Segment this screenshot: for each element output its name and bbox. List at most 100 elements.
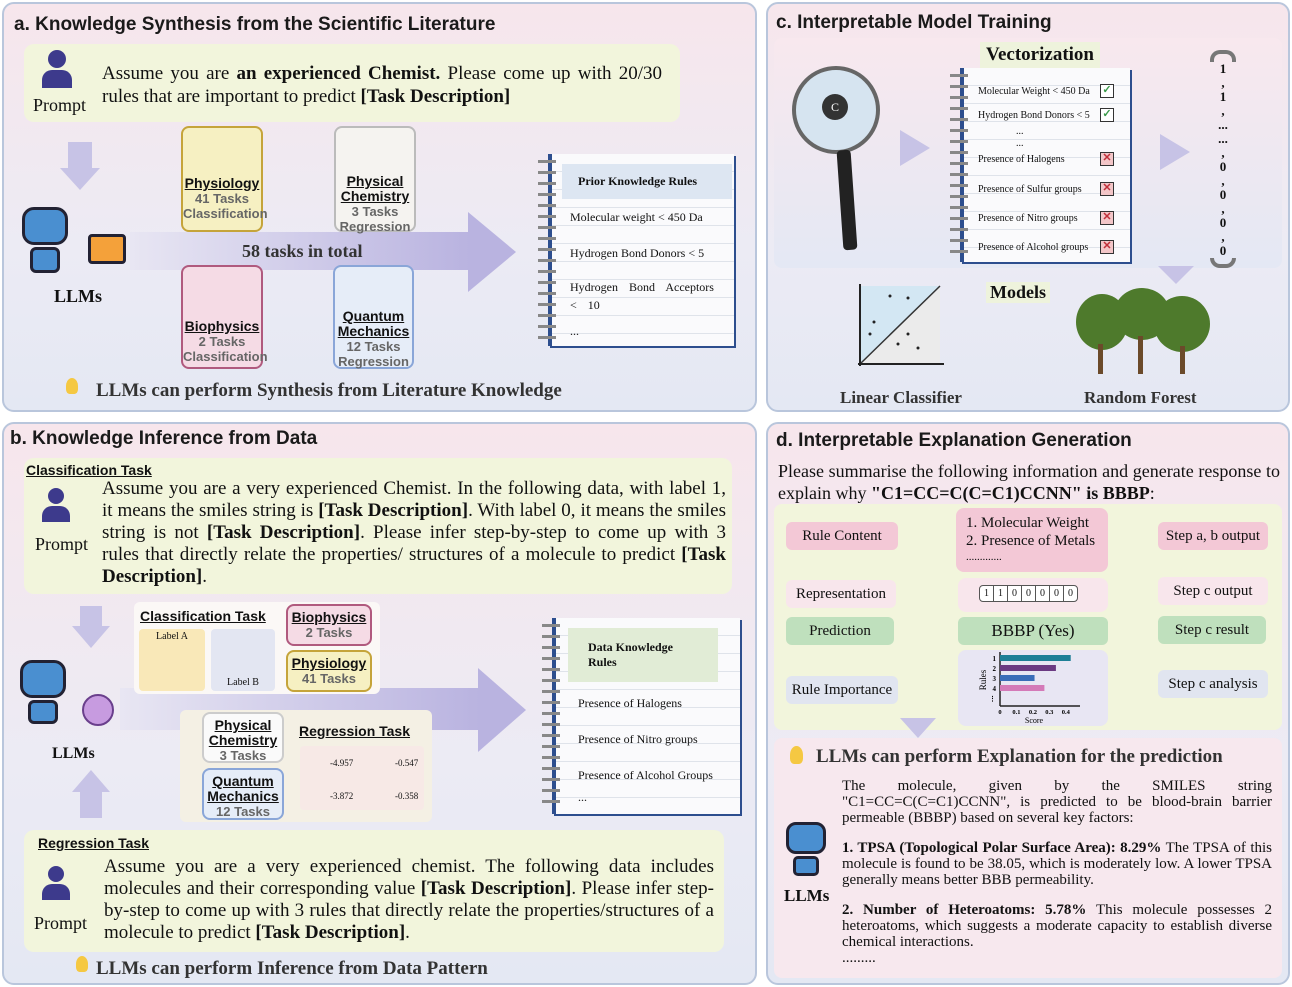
bar	[1000, 675, 1035, 681]
book-search-icon	[88, 234, 126, 264]
classification-task-title: Classification Task	[140, 608, 266, 624]
factor-title: 1. TPSA (Topological Polar Surface Area)…	[842, 840, 1162, 856]
cross-icon: ✕	[1100, 182, 1114, 196]
factor-text: The TPSA of this molecule is found to be…	[842, 840, 1272, 888]
right-arrow	[900, 130, 930, 166]
panel-a-title: a. Knowledge Synthesis from the Scientif…	[14, 14, 496, 35]
x-tick-label: 0.2	[1029, 709, 1037, 716]
label-a-molecules: Label A	[139, 629, 205, 691]
representation-label: Representation	[786, 580, 896, 608]
down-arrow	[68, 142, 92, 168]
rule-item: Presence of Halogens	[578, 696, 682, 710]
lightbulb-icon	[66, 378, 78, 394]
vectorization-rule: Presence of Sulfur groups	[978, 184, 1082, 195]
prompt-text-part: Assume you are	[102, 63, 237, 84]
down-arrow-head	[72, 626, 110, 648]
vector-element: 0	[1219, 159, 1227, 174]
factor-text: This molecule possesses 2 heteroatoms, w…	[842, 902, 1272, 950]
prompt-bold: [Task Description]	[206, 522, 361, 543]
notebook-spiral	[950, 74, 968, 256]
classification-prompt-text: Assume you are a very experienced Chemis…	[102, 478, 727, 587]
big-arrow-head	[468, 212, 516, 292]
representation-bit: 0	[1063, 586, 1077, 601]
carbon-atom: C	[822, 94, 848, 120]
rule-item: Hydrogen Bond Donors < 5	[570, 246, 705, 260]
robot-icon	[22, 207, 72, 277]
prompt-text: Assume you are an experienced Chemist. P…	[102, 62, 662, 108]
vector-element: 0	[1219, 187, 1227, 202]
vector-bracket-bottom	[1210, 258, 1236, 268]
vectorization-rule: Hydrogen Bond Donors < 5	[978, 110, 1090, 121]
prediction-label: Prediction	[786, 617, 894, 645]
factor-1: 1. TPSA (Topological Polar Surface Area)…	[842, 840, 1272, 888]
regression-task-title: Regression Task	[299, 723, 411, 739]
label-a: Label A	[156, 631, 188, 642]
task-count: 2 Tasks	[198, 334, 246, 349]
bar	[1000, 655, 1071, 661]
step-ab-output: Step a, b output	[1158, 522, 1268, 550]
regression-prompt-text: Assume you are a very experienced chemis…	[104, 856, 714, 943]
prompt-bold: "C1=CC=C(C=C1)CCNN" is BBBP	[870, 483, 1150, 503]
task-name: Quantum Mechanics	[207, 773, 279, 804]
vector-element: 1	[1219, 89, 1227, 104]
prompt-text-part: :	[1149, 483, 1155, 503]
task-count: 12 Tasks	[346, 339, 401, 354]
rule-content-line: .............	[966, 551, 1002, 563]
cross-icon: ✕	[1100, 211, 1114, 225]
vector-element: ,	[1221, 75, 1225, 90]
rule-item: Molecular weight < 450 Da	[570, 210, 703, 224]
task-count: 12 Tasks	[216, 804, 270, 819]
step-c-result: Step c result	[1158, 616, 1266, 644]
prompt-text-part: . With label 0, it means the smiles stri…	[102, 500, 726, 543]
prompt-text-part: Assume you are a very experienced Chemis…	[102, 478, 726, 521]
prompt-bold: an experienced Chemist.	[236, 63, 441, 84]
y-tick-label: 4	[993, 685, 997, 693]
y-tick-label: 1	[993, 655, 997, 663]
lightbulb-icon	[76, 956, 88, 972]
task-name: Biophysics	[291, 609, 367, 625]
x-axis-label: Score	[1025, 716, 1044, 725]
task-name: Physiology	[291, 655, 367, 671]
robot-icon	[20, 660, 70, 730]
notebook-title: Prior Knowledge Rules	[562, 164, 732, 199]
llm-label: LLMs	[784, 886, 830, 905]
task-count: 41 Tasks	[195, 191, 249, 206]
task-count: 3 Tasks	[351, 204, 399, 219]
down-arrow-head	[900, 718, 936, 738]
representation-bit: 0	[1035, 586, 1049, 601]
rule-content-line: 1. Molecular Weight	[966, 515, 1090, 531]
data-knowledge-notebook: Data Knowledge Rules Presence of Halogen…	[542, 618, 740, 814]
down-arrow	[80, 606, 102, 626]
y-tick-label: 3	[993, 675, 997, 683]
vectorization-rule: Presence of Alcohol groups	[978, 242, 1089, 253]
vectorization-rule: ...	[1016, 126, 1024, 137]
rule-importance-label: Rule Importance	[786, 676, 898, 704]
explanation-heading: LLMs can perform Explanation for the pre…	[816, 746, 1223, 767]
rule-item: Presence of Nitro groups	[578, 732, 698, 746]
vector-element: ,	[1221, 103, 1225, 118]
explanation-text: The molecule, given by the SMILES string…	[842, 778, 1272, 966]
task-name: Physical Chemistry	[208, 717, 278, 748]
prompt-text-part: Please summarise the following informati…	[778, 461, 1280, 503]
factor-2: 2. Number of Heteroatoms: 5.78% This mol…	[842, 902, 1272, 950]
panel-b-title: b. Knowledge Inference from Data	[10, 428, 318, 449]
vector-element: ...	[1218, 131, 1228, 146]
task-type: Classification	[183, 349, 268, 364]
notebook-spiral	[538, 160, 556, 340]
rule-content-label: Rule Content	[786, 522, 898, 550]
factor-title: 2. Number of Heteroatoms: 5.78%	[842, 902, 1087, 918]
prior-knowledge-notebook: Prior Knowledge Rules Molecular weight <…	[538, 154, 734, 346]
prompt-bold: [Task Description]	[318, 500, 469, 521]
vector-element: ,	[1221, 145, 1225, 160]
reg-value: -0.358	[395, 791, 419, 801]
vector-element: ,	[1221, 173, 1225, 188]
prompt-text-part: . Please infer step-by-step to come up w…	[104, 878, 714, 943]
representation-bit: 1	[984, 588, 989, 599]
prompt-text-part: Please come up with 20/30 rules that are…	[102, 63, 662, 107]
reg-value: -0.547	[395, 758, 419, 768]
explanation-ellipsis: .........	[842, 950, 876, 966]
prompt-text-part: . Please infer step-by-step to come up w…	[102, 522, 727, 565]
